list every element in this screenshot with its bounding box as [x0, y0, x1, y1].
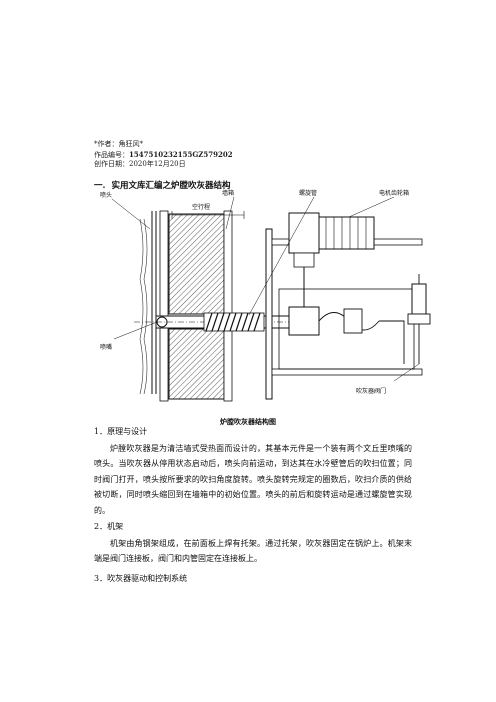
author-line: *作者：角狂风* — [94, 140, 143, 148]
label-valve: 吹灰器阀门 — [356, 387, 386, 395]
label-nozzle: 喷嘴 — [100, 343, 112, 351]
screw-tube — [203, 312, 265, 332]
leader-lines — [111, 196, 420, 382]
label-wall-box: 墙箱 — [222, 189, 234, 197]
water-wall — [139, 211, 157, 395]
section-text-2: 机架由角钢架组成，在前面板上焊有托架。通过托架，吹灰器固定在锅炉上。机架末端是阀… — [94, 539, 412, 564]
date-value: 2020年12月20日 — [129, 160, 186, 168]
travel-dimension — [171, 211, 245, 219]
section-heading: 一. 实用文库汇编之炉膛吹灰器结构 — [94, 179, 230, 191]
heading-number: 一. — [94, 181, 106, 191]
label-nozzle-head: 喷头 — [100, 191, 112, 199]
label-screw-tube: 螺旋管 — [299, 189, 317, 197]
label-motor-gearbox: 电机齿轮箱 — [379, 189, 409, 197]
heading-title: 实用文库汇编之炉膛吹灰器结构 — [111, 181, 231, 191]
code-value: 1547510232155GZ579202 — [129, 150, 233, 159]
section-title-1: 1．原理与设计 — [94, 427, 148, 436]
label-travel: 空行程 — [192, 203, 210, 211]
section-text-1: 炉膛吹灰器是为清洁墙式受热面而设计的，其基本元件是一个装有两个文丘里喷嘴的喷头。… — [94, 444, 412, 515]
wall-box — [159, 210, 233, 402]
date-line: 创作日期：2020年12月20日 — [94, 160, 186, 169]
section-title-2: 2．机架 — [94, 522, 124, 531]
section-title-3: 3．吹灰器驱动和控制系统 — [94, 574, 188, 583]
code-label: 作品编号： — [94, 151, 129, 159]
figure-caption: 炉膛吹灰器结构图 — [220, 417, 276, 426]
motor-gearbox — [288, 212, 375, 316]
sootblower-structure-diagram: 喷头 空行程 墙箱 螺旋管 电机齿轮箱 喷嘴 吹灰器阀门 — [100, 189, 431, 402]
sootblower-valve — [407, 274, 431, 364]
date-label: 创作日期： — [94, 160, 129, 168]
code-line: 作品编号：1547510232155GZ579202 — [94, 150, 233, 160]
carriage-piping — [288, 306, 405, 364]
